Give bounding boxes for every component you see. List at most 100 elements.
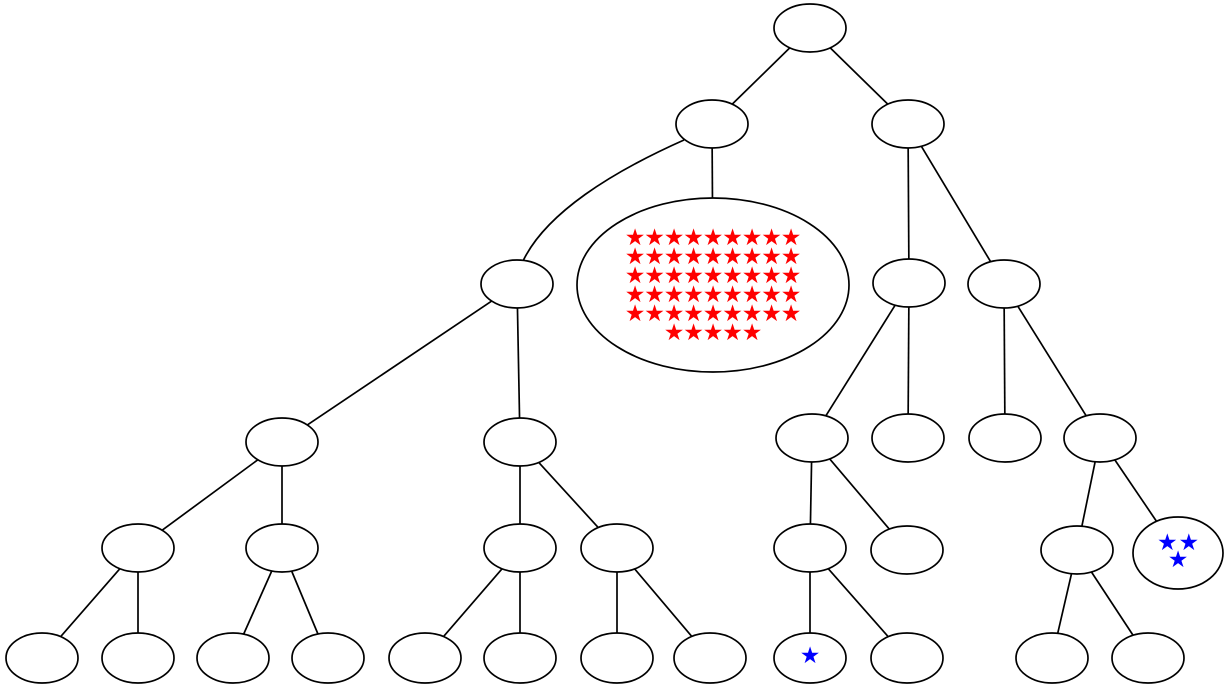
tree-node-t7 — [580, 632, 654, 684]
tree-node-big-stars — [576, 197, 850, 373]
blue-star-icon: ★ — [1157, 530, 1178, 556]
red-star-icon: ★ — [761, 263, 782, 289]
red-star-icon: ★ — [761, 301, 782, 327]
red-star-icon: ★ — [703, 301, 724, 327]
red-star-icon: ★ — [664, 282, 685, 308]
tree-edge-root-l1 — [731, 47, 791, 105]
tree-node-h — [773, 523, 847, 573]
tree-edge-l1-l2 — [522, 139, 685, 262]
red-star-icon: ★ — [644, 225, 665, 251]
tree-node-t10 — [870, 632, 944, 684]
tree-edge-r3-m2 — [1003, 307, 1006, 415]
red-star-icon: ★ — [683, 320, 704, 346]
tree-node-f — [580, 523, 654, 573]
tree-node-r1 — [871, 99, 945, 149]
blue-star-icon: ★ — [1178, 530, 1199, 556]
red-star-icon: ★ — [703, 263, 724, 289]
tree-edge-r3-i — [1017, 305, 1087, 417]
tree-node-b — [101, 523, 175, 573]
red-star-icon: ★ — [664, 244, 685, 270]
tree-edge-d-f — [538, 461, 599, 529]
red-star-icon: ★ — [742, 282, 763, 308]
red-star-icon: ★ — [703, 320, 724, 346]
red-star-icon: ★ — [664, 263, 685, 289]
tree-node-e — [483, 523, 557, 573]
red-star-icon: ★ — [644, 263, 665, 289]
red-star-icon: ★ — [683, 263, 704, 289]
tree-node-a — [245, 417, 319, 467]
blue-star-icon: ★ — [1168, 547, 1189, 573]
red-star-icon: ★ — [664, 320, 685, 346]
tree-node-m1 — [871, 413, 945, 463]
red-star-icon: ★ — [722, 301, 743, 327]
tree-edge-i-triple-stars — [1114, 459, 1158, 522]
red-star-icon: ★ — [625, 301, 646, 327]
tree-node-d — [483, 417, 557, 467]
red-star-icon: ★ — [644, 301, 665, 327]
red-star-icon: ★ — [644, 244, 665, 270]
tree-node-single-star — [773, 632, 847, 684]
tree-node-t11 — [1015, 632, 1089, 684]
tree-edge-j-t12 — [1090, 571, 1134, 636]
red-star-icon: ★ — [683, 301, 704, 327]
tree-node-r2 — [872, 258, 946, 308]
red-star-icon: ★ — [781, 282, 802, 308]
tree-edge-g-h — [809, 461, 813, 525]
tree-edge-r1-r2 — [907, 147, 910, 260]
tree-node-g — [775, 413, 849, 463]
tree-edge-l2-a — [306, 300, 493, 426]
tree-node-t8 — [673, 632, 747, 684]
tree-edge-c-t4 — [290, 570, 319, 635]
tree-node-l2 — [480, 259, 554, 309]
red-star-icon: ★ — [761, 244, 782, 270]
red-star-icon: ★ — [742, 301, 763, 327]
tree-edge-i-j — [1081, 461, 1096, 527]
tree-node-j — [1040, 525, 1114, 575]
red-star-icon: ★ — [761, 282, 782, 308]
tree-node-t2 — [101, 632, 175, 684]
tree-edge-f-t8 — [634, 568, 693, 637]
red-star-icon: ★ — [781, 225, 802, 251]
red-star-icon: ★ — [722, 282, 743, 308]
tree-node-t6 — [483, 632, 557, 684]
red-star-icon: ★ — [644, 282, 665, 308]
red-star-icon: ★ — [781, 301, 802, 327]
red-star-icon: ★ — [683, 244, 704, 270]
tree-node-t12 — [1111, 632, 1185, 684]
red-star-icon: ★ — [722, 320, 743, 346]
tree-node-t1 — [5, 632, 79, 684]
tree-edge-g-m3 — [829, 458, 890, 530]
red-star-icon: ★ — [742, 263, 763, 289]
red-star-icon: ★ — [703, 225, 724, 251]
tree-node-triple-stars — [1132, 516, 1224, 590]
tree-node-root — [773, 3, 847, 53]
tree-node-m3 — [870, 525, 944, 575]
tree-node-c — [245, 523, 319, 573]
red-star-icon: ★ — [742, 244, 763, 270]
red-star-icon: ★ — [761, 225, 782, 251]
red-star-icon: ★ — [703, 244, 724, 270]
tree-node-t4 — [291, 632, 365, 684]
red-star-icon: ★ — [664, 301, 685, 327]
tree-edge-j-t11 — [1056, 573, 1073, 634]
tree-node-m2 — [968, 413, 1042, 463]
red-star-icon: ★ — [625, 244, 646, 270]
tree-edge-e-t5 — [442, 568, 503, 638]
tree-edge-c-t3 — [242, 570, 273, 635]
tree-edge-r1-r3 — [920, 145, 992, 263]
red-star-icon: ★ — [664, 225, 685, 251]
red-star-icon: ★ — [625, 225, 646, 251]
tree-node-i — [1063, 413, 1137, 463]
tree-node-t5 — [388, 632, 462, 684]
tree-edge-b-t1 — [60, 568, 121, 638]
red-star-icon: ★ — [781, 263, 802, 289]
star-layer: ★★★★★★★★★★★★★★★★★★★★★★★★★★★★★★★★★★★★★★★★… — [625, 225, 1199, 669]
tree-node-t3 — [196, 632, 270, 684]
tree-edge-a-b — [161, 459, 259, 531]
blue-star-icon: ★ — [800, 643, 821, 669]
red-star-icon: ★ — [683, 282, 704, 308]
red-star-icon: ★ — [703, 282, 724, 308]
red-star-icon: ★ — [722, 263, 743, 289]
node-layer — [5, 3, 1224, 684]
